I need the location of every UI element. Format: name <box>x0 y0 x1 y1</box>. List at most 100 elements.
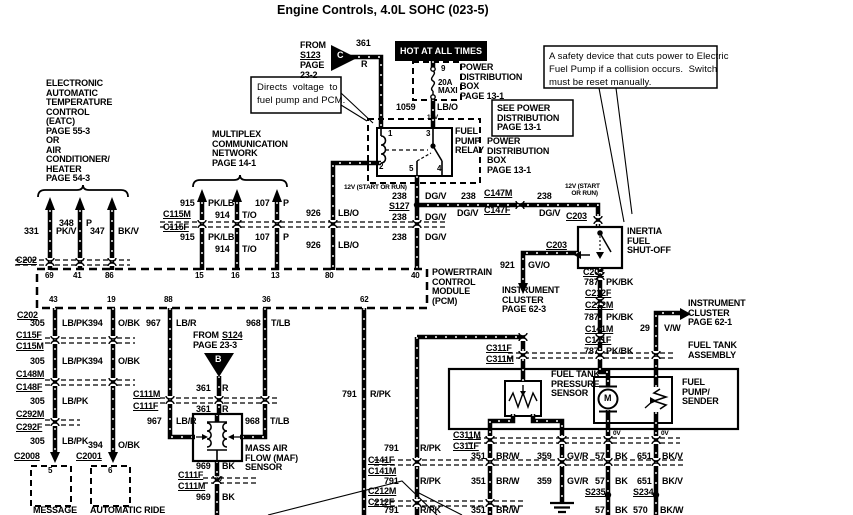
dashed-boxes <box>30 61 481 507</box>
connector-collars <box>45 200 661 508</box>
wire-914-num-b: 914 <box>215 244 230 254</box>
wire-791-num-c: 791 <box>384 476 399 486</box>
triangle-connector-b <box>204 353 234 377</box>
conn-c202-upper: C202 <box>16 255 37 265</box>
connector-collar <box>75 257 85 267</box>
wire-238-color-e: DG/V <box>539 208 561 218</box>
wire-359-color-b: GV/R <box>567 476 589 486</box>
wire-926-num-b: 926 <box>306 240 321 250</box>
multiplex-arrow-3 <box>272 189 282 202</box>
hot-at-all-times-banner: HOT AT ALL TIMES <box>395 41 487 61</box>
pcm-pin-88: 88 <box>164 295 173 304</box>
multiplex-arrow-2 <box>232 189 242 202</box>
triangle-b-letter: B <box>215 354 222 364</box>
volt-12v-fuse: 12V <box>427 114 438 121</box>
wire-787-num-a: 787 <box>584 277 599 287</box>
connector-collar <box>50 377 60 387</box>
wire-791-num-a: 791 <box>342 389 357 399</box>
conn-c292m: C292M <box>16 409 45 419</box>
wire-238-color-d: DG/V <box>457 208 479 218</box>
pressure-sensor-symbol <box>508 385 538 410</box>
connector-collar <box>50 335 60 345</box>
connector-collar <box>595 296 605 306</box>
wire-915-color-a: PK/LB <box>208 198 235 208</box>
connector-collar <box>515 200 525 210</box>
connector-collar <box>272 219 282 229</box>
wire-361b-color-a: R <box>222 383 229 393</box>
conn-c2001: C2001 <box>76 451 102 461</box>
wire-57-color-c: BK <box>615 505 628 515</box>
wire-29-num: 29 <box>640 323 650 333</box>
cluster-62-3-arrow <box>518 283 528 294</box>
wire-238-color-c: DG/V <box>425 232 447 242</box>
volt-0v-sender: 0V <box>661 430 669 437</box>
wire-394-color-c: O/BK <box>118 440 140 450</box>
conn-c141m: C141M <box>585 324 614 334</box>
conn-c111f-lower: C111F <box>178 470 204 480</box>
splice-dots <box>413 201 660 499</box>
wire-305-num-d: 305 <box>30 436 45 446</box>
wire-29-color: V/W <box>664 323 681 333</box>
wire-969-num-a: 969 <box>196 461 211 471</box>
connector-collar <box>593 215 603 225</box>
wire-359-num-b: 359 <box>537 476 552 486</box>
safety-note: A safety device that cuts power to Elect… <box>549 51 729 88</box>
instrument-cluster-62-1: INSTRUMENT CLUSTER PAGE 62-1 <box>688 298 746 327</box>
pcm-label: POWERTRAIN CONTROL MODULE (PCM) <box>432 267 492 306</box>
directs-note-box <box>250 76 342 114</box>
connector-collar <box>557 457 567 467</box>
splice-s235: S235 <box>585 487 606 497</box>
flow-arrows <box>45 45 691 463</box>
wire-791-color-a: R/PK <box>370 389 391 399</box>
from-s124-line1: FROM <box>193 330 219 340</box>
wire-351-color-b: BR/W <box>496 476 520 486</box>
wire-107-num-b: 107 <box>255 232 270 242</box>
message-label-cut: MESSAGE <box>33 505 77 515</box>
connector-collar <box>108 335 118 345</box>
splice-s124: S124 <box>222 330 243 340</box>
box-pin-6: 6 <box>108 466 113 475</box>
wire-361b-num-a: 361 <box>196 383 211 393</box>
wire-969-num-b: 969 <box>196 492 211 502</box>
conn-c292f: C292F <box>16 422 43 432</box>
wire-787-color-a: PK/BK <box>606 277 634 287</box>
wire-570-color: BK/W <box>660 505 684 515</box>
multiplex-label: MULTIPLEX COMMUNICATION NETWORK PAGE 14-… <box>212 129 288 168</box>
wire-651-num-a: 651 <box>637 451 652 461</box>
wire-969-color-a: BK <box>222 461 235 471</box>
maf-sensor-symbol <box>191 412 244 463</box>
wire-238-num-a: 238 <box>392 191 407 201</box>
pcm-pin-41: 41 <box>73 271 82 280</box>
wire-791-color-c: R/PK <box>420 476 441 486</box>
conn-c147f: C147F <box>484 205 511 215</box>
c2008-box <box>30 465 72 507</box>
wire-968-num-a: 968 <box>246 318 261 328</box>
fuel-pump-box <box>593 376 673 424</box>
fuse-box <box>412 61 462 101</box>
triangle-connector-c <box>331 45 357 71</box>
wire-305-color-d: LB/PK <box>62 436 89 446</box>
fuel-tank-assembly-label: FUEL TANK ASSEMBLY <box>688 340 737 360</box>
wire-359-num-a: 359 <box>537 451 552 461</box>
connector-collar <box>45 257 55 267</box>
inertia-label: INERTIA FUEL SHUT-OFF <box>627 226 671 255</box>
wire-351-color-c: BR/W <box>496 505 520 515</box>
pcm-box <box>35 267 429 310</box>
multiplex-arrow-1 <box>197 189 207 202</box>
wire-921-color: GV/O <box>528 260 550 270</box>
page-title: Engine Controls, 4.0L SOHC (023-5) <box>277 3 489 17</box>
maf-label: MASS AIR FLOW (MAF) SENSOR <box>245 443 298 472</box>
wire-394-num-b: 394 <box>88 356 103 366</box>
wire-351-num-c: 351 <box>471 505 486 515</box>
fuel-tank-box <box>447 367 740 431</box>
conn-c311m-upper: C311M <box>486 354 514 364</box>
connector-collar <box>651 435 661 445</box>
relay-internals <box>380 128 443 176</box>
wire-394-color-b: O/BK <box>118 356 140 366</box>
connector-collar <box>212 475 222 485</box>
pdb-fuse-label: POWER DISTRIBUTION BOX PAGE 13-1 <box>460 62 523 101</box>
connector-collar <box>260 395 270 405</box>
pcm-pin-80: 80 <box>325 271 334 280</box>
